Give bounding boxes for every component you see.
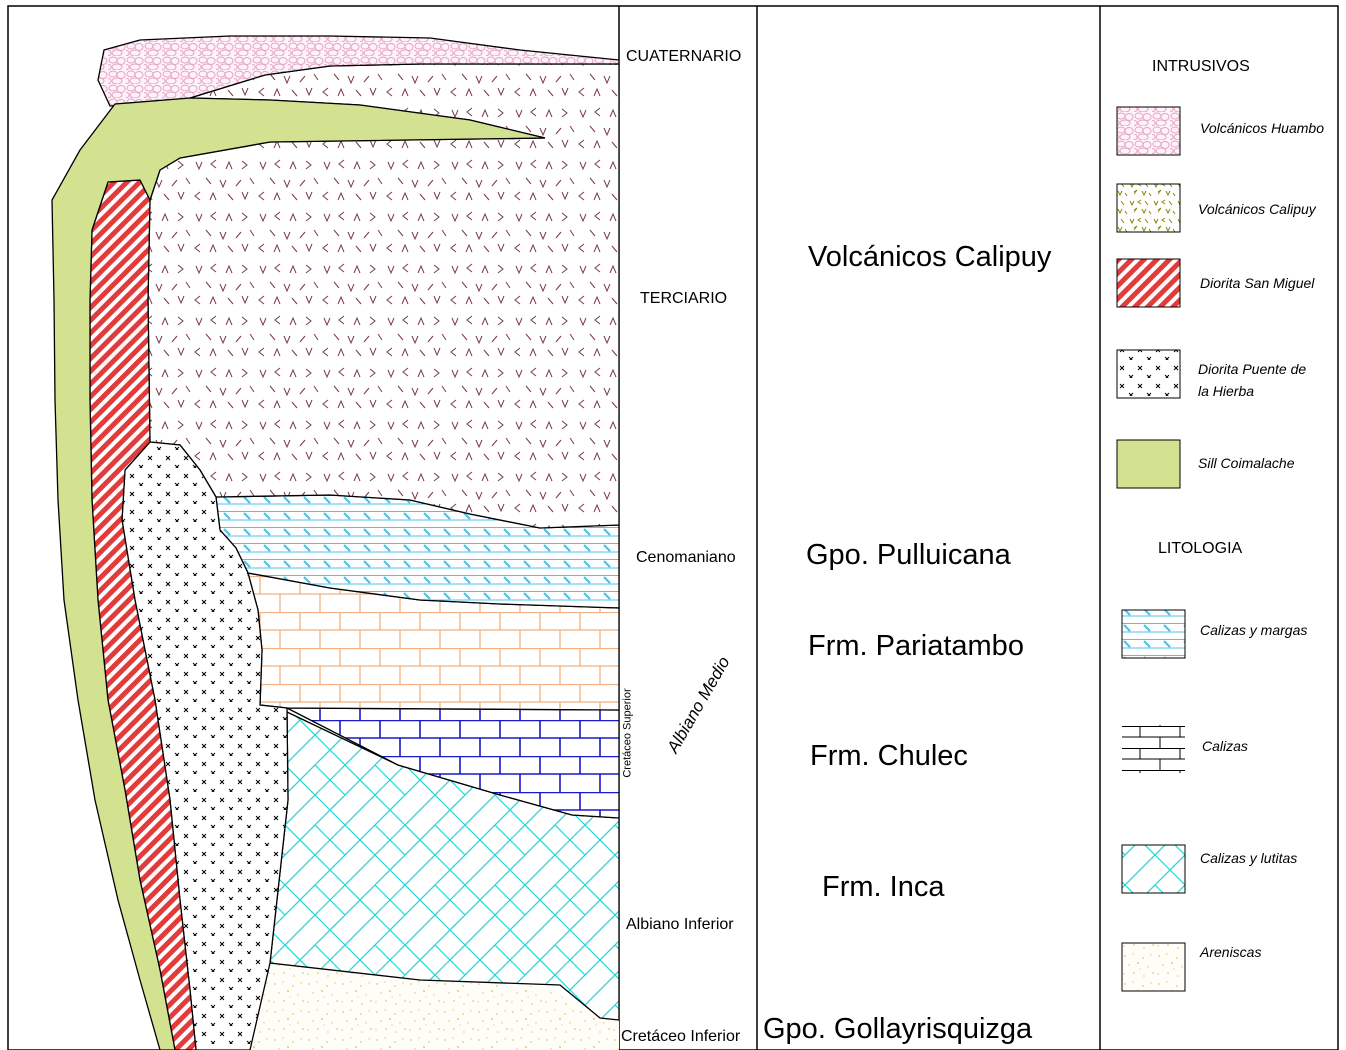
legend-label-calizas-lutitas: Calizas y lutitas xyxy=(1200,850,1298,866)
chulec-unit xyxy=(286,707,619,819)
legend-label-puente-hierba-1: Diorita Puente de xyxy=(1198,361,1307,377)
legend-swatch-calizas xyxy=(1122,725,1185,773)
legend-swatch-calizas-margas xyxy=(1121,609,1186,659)
unit-label-pariatambo: Frm. Pariatambo xyxy=(808,630,1024,662)
unit-label-gollayrisquizga: Gpo. Gollayrisquizga xyxy=(763,1013,1033,1045)
legend-swatch-huambo xyxy=(1116,106,1181,156)
age-label-albiano-inferior: Albiano Inferior xyxy=(626,916,734,933)
legend-swatch-calipuy xyxy=(1116,183,1181,233)
stratigraphic-column xyxy=(51,35,619,1050)
areniscas-unit xyxy=(240,963,619,1050)
legend-label-calizas: Calizas xyxy=(1202,738,1248,754)
unit-label-pulluicana: Gpo. Pulluicana xyxy=(806,539,1011,571)
unit-label-calipuy: Volcánicos Calipuy xyxy=(808,241,1052,273)
legend-title-litologia: LITOLOGIA xyxy=(1158,540,1243,557)
legend-label-calizas-margas: Calizas y margas xyxy=(1200,622,1308,638)
legend-swatch-calizas-lutitas xyxy=(1121,844,1186,894)
age-label-terciario: TERCIARIO xyxy=(640,290,728,307)
legend-swatch-san-miguel xyxy=(1116,258,1181,308)
legend-label-huambo: Volcánicos Huambo xyxy=(1200,120,1324,136)
age-label-cuaternario: CUATERNARIO xyxy=(626,48,742,65)
legend-swatch-areniscas xyxy=(1121,942,1186,992)
unit-label-chulec: Frm. Chulec xyxy=(810,740,968,772)
legend-swatch-puente-hierba xyxy=(1116,349,1181,399)
age-label-cenomaniano: Cenomaniano xyxy=(636,549,736,566)
legend-title-intrusivos: INTRUSIVOS xyxy=(1152,58,1250,75)
legend-label-calipuy: Volcánicos Calipuy xyxy=(1198,201,1316,217)
sill-coimalache xyxy=(51,97,546,1050)
unit-label-inca: Frm. Inca xyxy=(822,871,945,903)
legend-label-areniscas: Areniscas xyxy=(1200,944,1262,960)
legend-label-sill: Sill Coimalache xyxy=(1198,455,1295,471)
age-label-cretaceo-superior: Cretáceo Superior xyxy=(621,688,634,778)
legend-label-san-miguel: Diorita San Miguel xyxy=(1200,275,1315,291)
age-label-cretaceo-inferior: Cretáceo Inferior xyxy=(621,1028,741,1045)
legend-swatch-sill xyxy=(1116,439,1181,489)
legend-label-puente-hierba-2: la Hierba xyxy=(1198,383,1255,399)
